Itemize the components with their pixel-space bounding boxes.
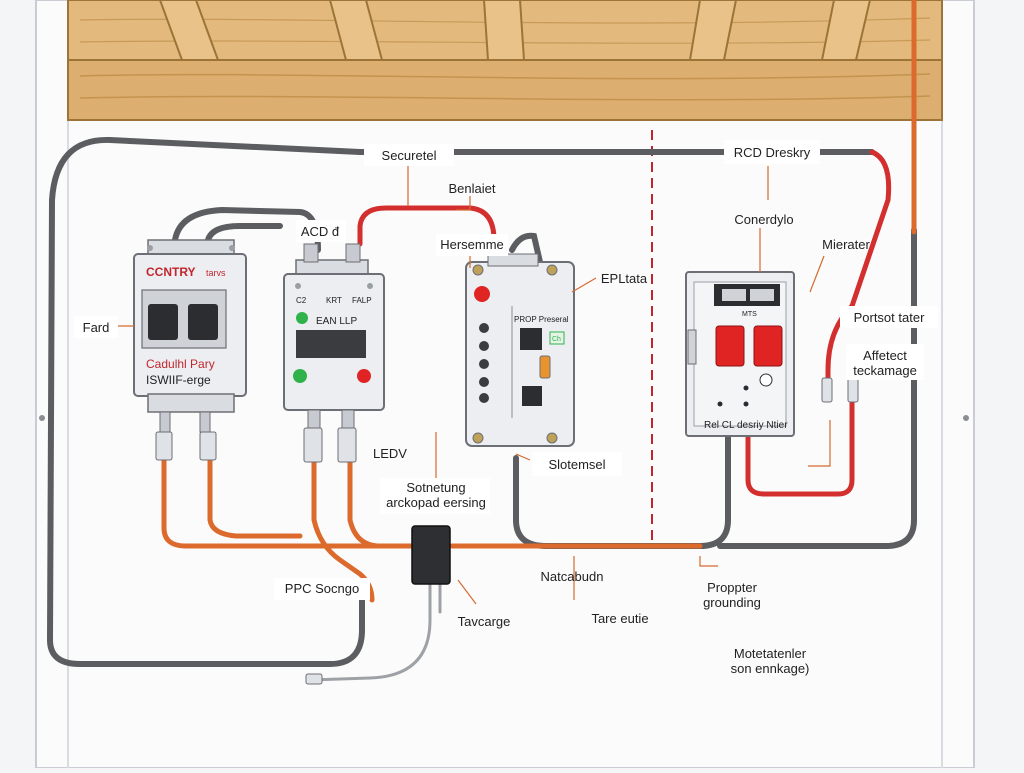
label-sotnetung: Sotnetung xyxy=(406,480,465,495)
rcd-led-green xyxy=(293,369,307,383)
label-acd: ACD đ xyxy=(301,224,340,239)
breaker-brand: CCNTRY xyxy=(146,265,196,279)
panel-row-top: PROP Preseral xyxy=(514,315,569,324)
rcd-col-c: C2 xyxy=(296,296,307,305)
orange-cables xyxy=(161,0,917,603)
meter-device[interactable] xyxy=(685,271,795,437)
label-natcabudn: Natcabudn xyxy=(541,569,604,584)
rcd-line: EAN LLP xyxy=(316,316,357,327)
panel-green-tag xyxy=(549,331,565,345)
breaker-switch-left[interactable] xyxy=(148,304,178,340)
breaker-device[interactable] xyxy=(133,239,247,461)
rcd-display xyxy=(296,330,366,358)
label-slotemsel: Slotemsel xyxy=(548,457,605,472)
meter-caption: Rel CL desriy Ntier xyxy=(704,420,788,431)
panel-screw-left xyxy=(39,415,45,421)
label-mierater: Mierater xyxy=(822,237,870,252)
rcd-col-f: FALP xyxy=(352,296,372,305)
breaker-line-1: Cadulhl Pary xyxy=(146,357,215,371)
label-grounding: grounding xyxy=(703,595,761,610)
label-securetel: Securetel xyxy=(382,148,437,163)
label-ledv: LEDV xyxy=(373,446,407,461)
terminal-plug-right xyxy=(847,377,859,403)
breaker-switch-right[interactable] xyxy=(188,304,218,340)
panel-small-switch[interactable] xyxy=(522,386,542,406)
label-tare-eutie: Tare eutie xyxy=(591,611,648,626)
terminal-plug-left xyxy=(821,377,833,403)
label-conerdylo: Conerdylo xyxy=(734,212,793,227)
breaker-line-2: ISWIIF-erge xyxy=(146,373,211,387)
labels: Securetel RCD Dreskry Benlaiet ACD đ Her… xyxy=(74,140,938,676)
label-hersemme: Hersemme xyxy=(440,237,504,252)
wooden-joists xyxy=(67,0,943,121)
panel-tag: Ch xyxy=(552,336,561,343)
label-ppc-socngo: PPC Socngo xyxy=(285,581,359,596)
rcd-led-red xyxy=(357,369,371,383)
meter-red-switch-left[interactable] xyxy=(715,325,745,367)
junction-box xyxy=(411,525,451,585)
panel-screw-right xyxy=(963,415,969,421)
rcd-col-k: KRT xyxy=(326,296,342,305)
label-motetatenler: Motetatenler xyxy=(734,646,807,661)
panel-black-switch[interactable] xyxy=(520,328,542,350)
earth-cable xyxy=(308,582,442,682)
panel-red-button[interactable] xyxy=(474,286,490,302)
label-arckopad: arckopad eersing xyxy=(386,495,486,510)
meter-subtitle: MTS xyxy=(742,311,757,318)
label-proppter: Proppter xyxy=(707,580,758,595)
label-portsot-tater: Portsot tater xyxy=(854,310,925,325)
label-teckamage: teckamage xyxy=(853,363,917,378)
control-panel-device[interactable] xyxy=(465,253,575,447)
label-affetect: Affetect xyxy=(863,348,907,363)
meter-dial xyxy=(759,373,773,387)
breaker-brand-tag: tarvs xyxy=(206,268,226,278)
rcd-device[interactable] xyxy=(283,243,385,463)
rcd-led-green-top xyxy=(296,312,308,324)
label-benlaiet: Benlaiet xyxy=(449,181,496,196)
panel-orange-indicator xyxy=(539,355,551,379)
label-son-ennkage: son ennkage) xyxy=(731,661,810,676)
label-tavcarge: Tavcarge xyxy=(458,614,511,629)
earth-cable-end xyxy=(305,673,323,685)
label-fard: Fard xyxy=(83,320,110,335)
meter-red-switch-right[interactable] xyxy=(753,325,783,367)
label-rcd-dreskry: RCD Dreskry xyxy=(734,145,811,160)
label-eplata: EPLtata xyxy=(601,271,648,286)
